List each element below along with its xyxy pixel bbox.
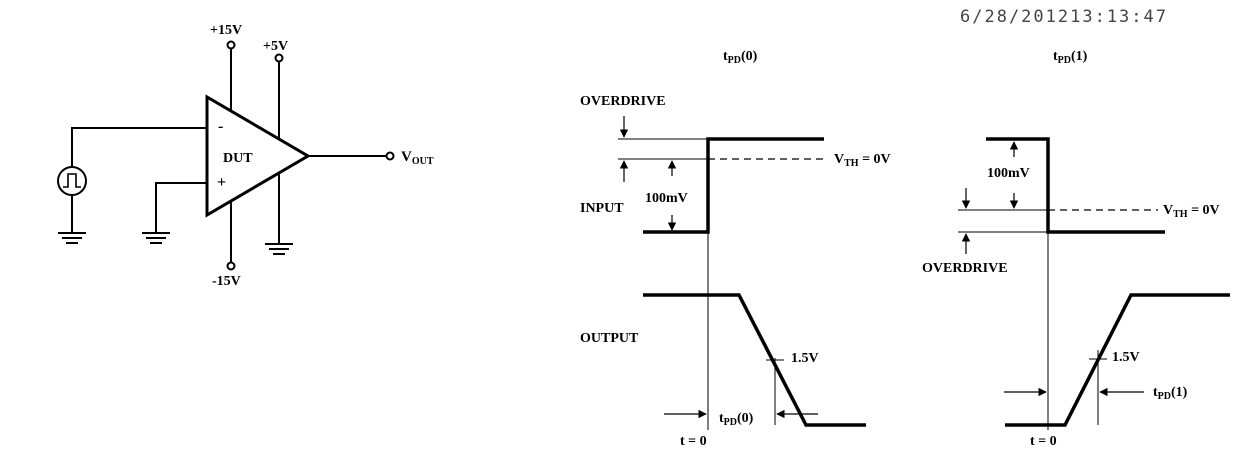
test-circuit bbox=[57, 40, 395, 271]
timestamp: 6/28/201213:13:47 bbox=[960, 7, 1168, 27]
ground-icon bbox=[58, 232, 86, 244]
supply-logic-label: +5V bbox=[263, 39, 288, 54]
tpd0-title: tPD(0) bbox=[723, 49, 758, 66]
tpd0-output-waveform bbox=[643, 293, 866, 427]
tpd1-step-label: 100mV bbox=[987, 166, 1030, 181]
ground-icon bbox=[265, 243, 293, 255]
inverting-sign: - bbox=[218, 118, 223, 135]
pulse-source-icon bbox=[57, 166, 87, 196]
tpd1-t0-label: t = 0 bbox=[1030, 434, 1057, 449]
tpd0-input-label: INPUT bbox=[580, 201, 624, 216]
dut-amplifier bbox=[205, 94, 311, 218]
supply-neg-label: -15V bbox=[212, 274, 241, 289]
tpd0-overdrive-label: OVERDRIVE bbox=[580, 94, 666, 109]
supply-pos-label: +15V bbox=[210, 23, 242, 38]
tpd1-waveforms bbox=[958, 137, 1230, 430]
output-terminal-icon bbox=[385, 151, 395, 161]
tpd1-level-label: 1.5V bbox=[1112, 350, 1140, 365]
inverting-input-wire bbox=[71, 127, 207, 166]
tpd0-t0-label: t = 0 bbox=[680, 434, 707, 449]
ground-icon bbox=[142, 232, 170, 244]
tpd1-input-waveform bbox=[986, 137, 1165, 234]
vout-label: VOUT bbox=[401, 149, 434, 167]
pulse-source-glyph bbox=[63, 173, 81, 188]
noninverting-input-wire bbox=[155, 182, 207, 232]
tpd0-threshold-label: VTH = 0V bbox=[834, 152, 891, 169]
tpd1-threshold-label: VTH = 0V bbox=[1163, 203, 1220, 220]
tpd1-delay-label: tPD(1) bbox=[1153, 385, 1188, 402]
noninverting-sign: + bbox=[217, 174, 226, 191]
supply-terminal-icon bbox=[226, 40, 236, 50]
tpd1-overdrive-label: OVERDRIVE bbox=[922, 261, 1008, 276]
tpd0-delay-label: tPD(0) bbox=[719, 411, 754, 428]
tpd0-level-label: 1.5V bbox=[791, 351, 819, 366]
dut-label: DUT bbox=[223, 151, 253, 166]
tpd0-output-label: OUTPUT bbox=[580, 331, 639, 346]
supply-terminal-icon bbox=[226, 261, 236, 271]
tpd0-step-label: 100mV bbox=[645, 191, 688, 206]
tpd0-input-waveform bbox=[643, 137, 824, 234]
supply-terminal-icon bbox=[274, 53, 284, 63]
tpd0-waveforms bbox=[618, 116, 866, 430]
tpd1-title: tPD(1) bbox=[1053, 49, 1088, 66]
